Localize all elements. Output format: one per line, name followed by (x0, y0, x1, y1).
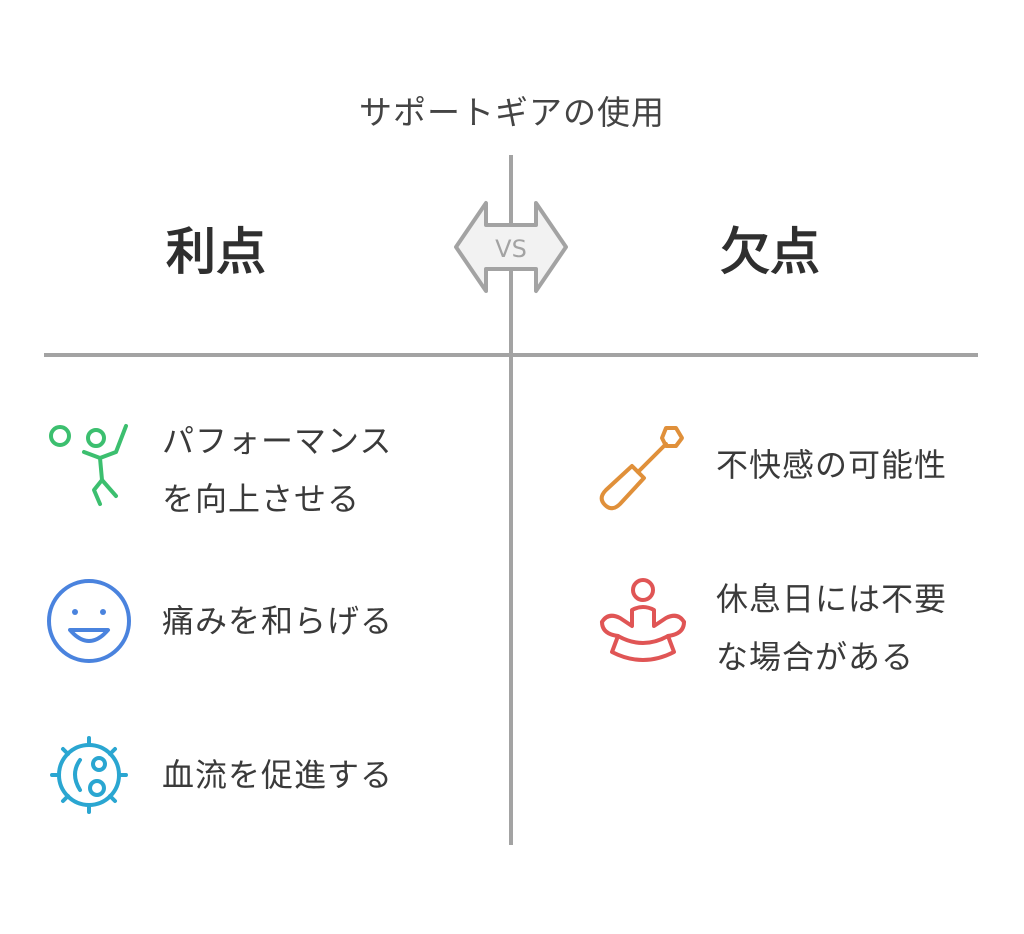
smile-face-icon (47, 579, 131, 663)
pro-item-3: 血流を促進する (162, 746, 393, 804)
vs-badge: VS (454, 201, 568, 293)
pro-item-2-line-1: 痛みを和らげる (162, 602, 394, 640)
pro-item-3-line-1: 血流を促進する (162, 756, 394, 794)
screwdriver-icon (599, 426, 684, 511)
vertical-divider (509, 155, 513, 845)
vs-label: VS (495, 235, 527, 263)
diagram-title: サポートギアの使用 (359, 93, 665, 132)
pro-item-2: 痛みを和らげる (162, 592, 393, 650)
cons-heading: 欠点 (720, 223, 820, 281)
con-item-1: 不快感の可能性 (716, 436, 947, 494)
horizontal-divider (44, 353, 978, 357)
pro-item-1: パフォーマンス を向上させる (162, 412, 392, 528)
blood-cell-icon (50, 736, 128, 814)
con-item-2-line-2: な場合がある (716, 638, 915, 676)
meditation-icon (600, 578, 686, 662)
pro-item-1-line-2: を向上させる (162, 480, 361, 518)
con-item-1-line-1: 不快感の可能性 (716, 446, 948, 484)
athlete-icon (49, 424, 128, 506)
pro-item-1-line-1: パフォーマンス (162, 422, 393, 460)
con-item-2: 休息日には不要 な場合がある (716, 570, 947, 686)
con-item-2-line-1: 休息日には不要 (716, 580, 948, 618)
pros-heading: 利点 (166, 223, 266, 281)
